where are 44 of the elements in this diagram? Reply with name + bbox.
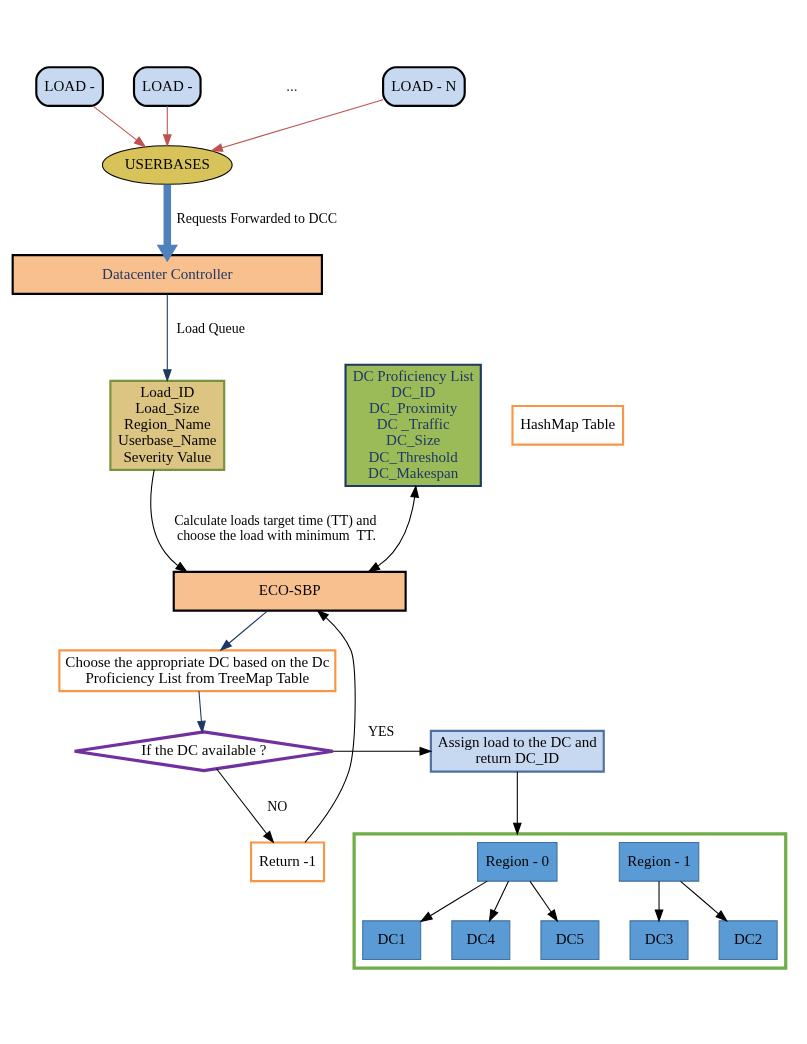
arrow xyxy=(92,105,147,148)
node-box: Assign load to the DC and return DC_ID xyxy=(429,729,605,773)
node-box: ECO-SBP xyxy=(172,570,407,612)
cluster xyxy=(352,832,788,970)
node-box: LOAD - xyxy=(132,66,202,108)
node-box: Region - 1 xyxy=(618,841,700,882)
arrow xyxy=(419,880,488,923)
node-box: LOAD - xyxy=(35,66,104,108)
arrow xyxy=(529,880,559,923)
node-box: Load_ID Load_Size Region_Name Userbase_Name Severity Value xyxy=(109,379,226,471)
arrow xyxy=(680,880,728,922)
node-box: DC Proficiency List DC_ID DC_Proximity DC _Traffic DC_Size DC_Threshold DC_Makespan xyxy=(344,363,482,488)
arrow xyxy=(156,184,178,263)
node-box: DC1 xyxy=(362,920,422,961)
node-box: Datacenter Controller xyxy=(11,254,323,295)
node-box: Region - 0 xyxy=(477,841,558,882)
edge-label: YES xyxy=(368,723,395,739)
arrow xyxy=(210,99,384,152)
node-box: Choose the appropriate DC based on the Dc Proficiency List from TreeMap Table xyxy=(58,649,337,693)
node-box: LOAD - N xyxy=(382,66,466,108)
node-box: Return -1 xyxy=(249,841,326,883)
arrow xyxy=(219,610,269,652)
arrow xyxy=(332,746,433,756)
node-box: DC5 xyxy=(540,920,600,961)
arrow xyxy=(488,880,509,923)
arrow xyxy=(150,469,189,573)
node-box: DC2 xyxy=(718,920,778,961)
edge-label: Load Queue xyxy=(176,320,245,336)
arrow xyxy=(196,690,206,734)
edge-label: Calculate loads target time (TT) and choose the load with minimum TT. xyxy=(174,513,377,544)
node-diamond: If the DC available ? xyxy=(73,730,335,773)
arrow xyxy=(304,609,356,843)
node-box: DC3 xyxy=(629,920,689,961)
label: ... xyxy=(286,77,298,94)
node-box: DC4 xyxy=(451,920,511,961)
arrow xyxy=(162,293,172,383)
arrow xyxy=(367,484,420,573)
arrow xyxy=(216,768,275,844)
edge-label: NO xyxy=(267,798,288,814)
arrow xyxy=(162,105,172,148)
arrow xyxy=(512,771,522,836)
arrow xyxy=(654,880,664,923)
edge-label: Requests Forwarded to DCC xyxy=(176,211,338,227)
node-box: HashMap Table xyxy=(511,404,625,446)
